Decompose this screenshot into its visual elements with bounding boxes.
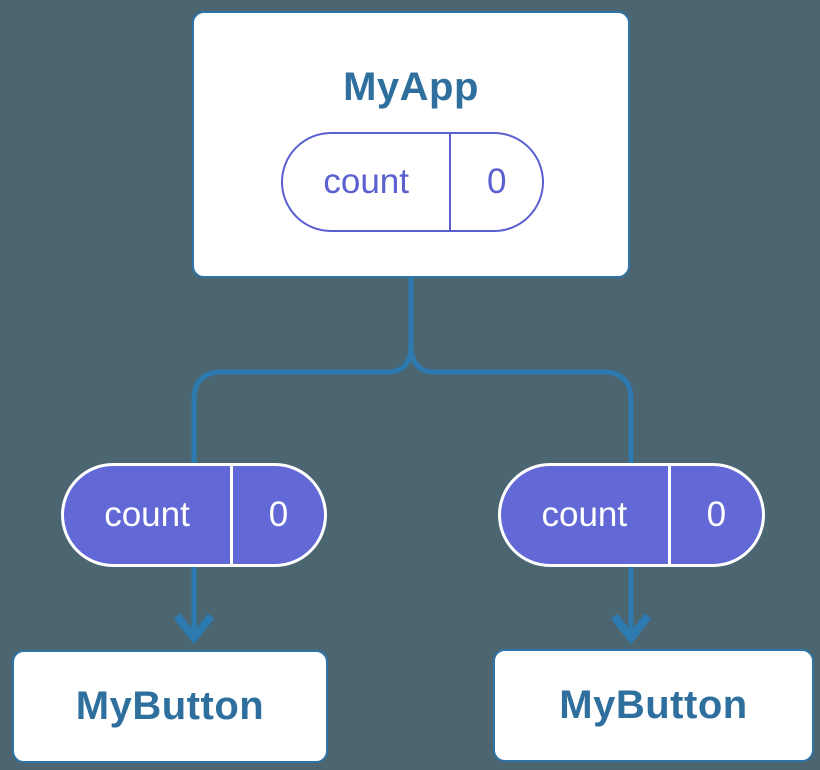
state-name: count [283,134,452,230]
right-prop-pill: count 0 [498,463,765,567]
prop-value: 0 [706,495,727,534]
state-value: 0 [486,162,507,201]
right-branch-line [408,344,634,634]
myapp-state-pill: count 0 [281,132,544,232]
prop-name: count [501,466,671,564]
left-prop-pill: count 0 [61,463,327,567]
right-arrowhead-icon [610,613,652,645]
prop-name: count [64,466,233,564]
right-mybutton-node: MyButton [493,649,814,762]
left-arrowhead-icon [173,613,215,645]
left-branch-line [191,344,414,634]
left-mybutton-node: MyButton [12,650,328,763]
myapp-title: MyApp [343,65,479,109]
mybutton-title: MyButton [559,683,748,727]
myapp-node: MyApp count 0 [192,11,630,278]
mybutton-title: MyButton [75,684,265,728]
prop-value: 0 [268,495,289,534]
